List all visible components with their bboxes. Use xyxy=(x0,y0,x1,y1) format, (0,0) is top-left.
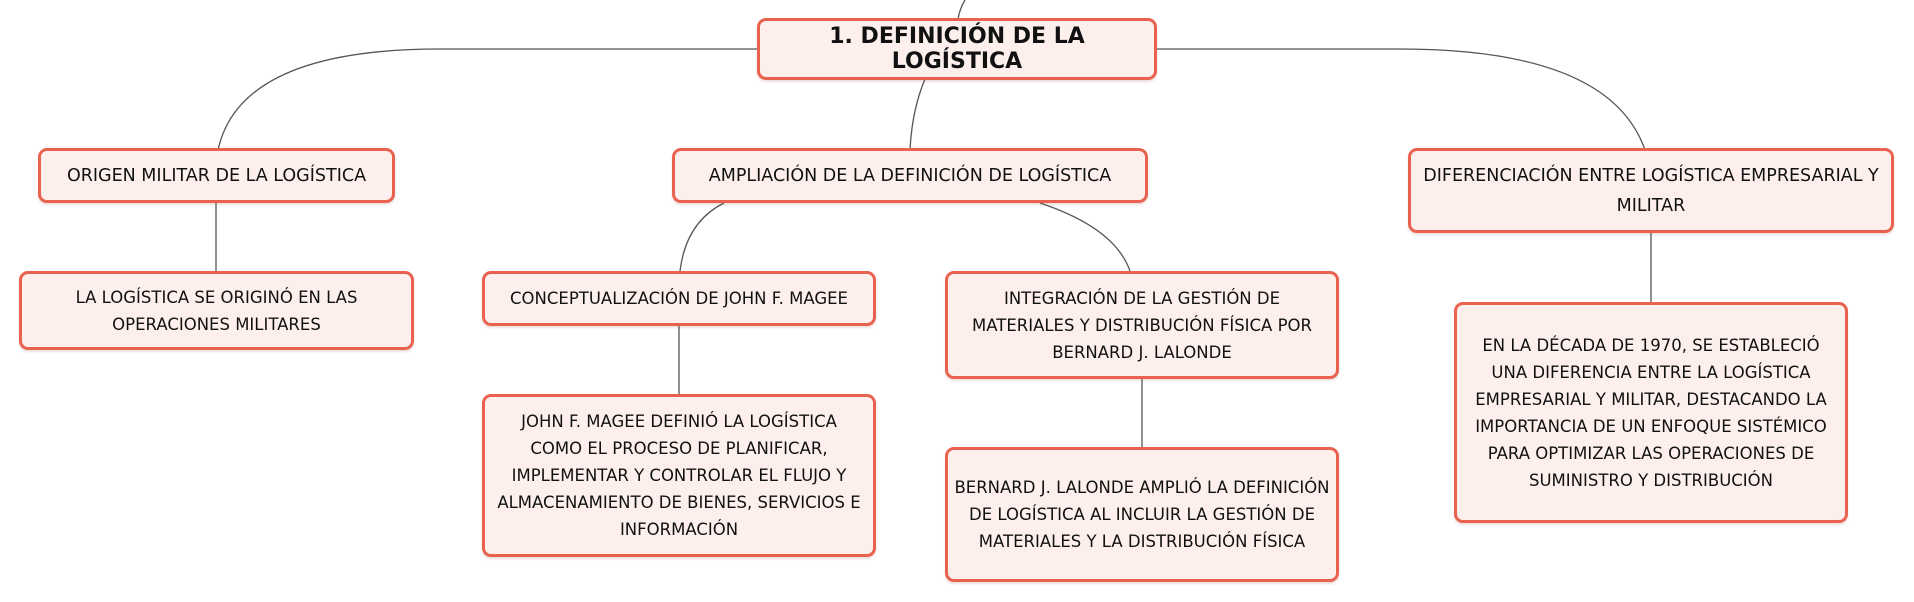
connector-root-origen xyxy=(217,48,758,151)
topic-ampliacion-definicion-label: AMPLIACIÓN DE LA DEFINICIÓN DE LOGÍSTICA xyxy=(708,165,1112,186)
connector-root-diferenciacion xyxy=(1156,48,1646,151)
topic-origen-militar-label: ORIGEN MILITAR DE LA LOGÍSTICA xyxy=(66,165,367,186)
root-node-label: 1. DEFINICIÓN DE LA LOGÍSTICA xyxy=(829,24,1085,74)
root-node[interactable]: 1. DEFINICIÓN DE LA LOGÍSTICA xyxy=(757,18,1157,80)
subtopic-lalonde-label: INTEGRACIÓN DE LA GESTIÓN DE MATERIALES … xyxy=(972,288,1312,362)
subtopic-magee-detail[interactable]: JOHN F. MAGEE DEFINIÓ LA LOGÍSTICA COMO … xyxy=(482,394,876,557)
topic-origen-militar[interactable]: ORIGEN MILITAR DE LA LOGÍSTICA xyxy=(38,148,395,203)
connector-ampliacion-lalonde xyxy=(1039,202,1131,272)
subtopic-magee[interactable]: CONCEPTUALIZACIÓN DE JOHN F. MAGEE xyxy=(482,271,876,326)
subtopic-origen-militar-detail-text: LA LOGÍSTICA SE ORIGINÓ EN LAS OPERACION… xyxy=(75,287,358,334)
connector-ampliacion-magee xyxy=(679,202,725,272)
topic-diferenciacion-label: DIFERENCIACIÓN ENTRE LOGÍSTICA EMPRESARI… xyxy=(1423,165,1879,216)
subtopic-magee-label: CONCEPTUALIZACIÓN DE JOHN F. MAGEE xyxy=(510,289,848,308)
subtopic-lalonde[interactable]: INTEGRACIÓN DE LA GESTIÓN DE MATERIALES … xyxy=(945,271,1339,379)
connector-root-ampliacion xyxy=(909,78,926,151)
subtopic-lalonde-detail-text: BERNARD J. LALONDE AMPLIÓ LA DEFINICIÓN … xyxy=(954,478,1330,551)
subtopic-diferenciacion-detail[interactable]: EN LA DÉCADA DE 1970, SE ESTABLECIÓ UNA … xyxy=(1454,302,1848,523)
subtopic-magee-detail-text: JOHN F. MAGEE DEFINIÓ LA LOGÍSTICA COMO … xyxy=(497,412,861,539)
subtopic-diferenciacion-detail-text: EN LA DÉCADA DE 1970, SE ESTABLECIÓ UNA … xyxy=(1475,335,1827,490)
connector-root-parent xyxy=(957,0,966,20)
topic-diferenciacion[interactable]: DIFERENCIACIÓN ENTRE LOGÍSTICA EMPRESARI… xyxy=(1408,148,1894,233)
subtopic-lalonde-detail[interactable]: BERNARD J. LALONDE AMPLIÓ LA DEFINICIÓN … xyxy=(945,447,1339,582)
topic-ampliacion-definicion[interactable]: AMPLIACIÓN DE LA DEFINICIÓN DE LOGÍSTICA xyxy=(672,148,1148,203)
subtopic-origen-militar-detail[interactable]: LA LOGÍSTICA SE ORIGINÓ EN LAS OPERACION… xyxy=(19,271,414,350)
